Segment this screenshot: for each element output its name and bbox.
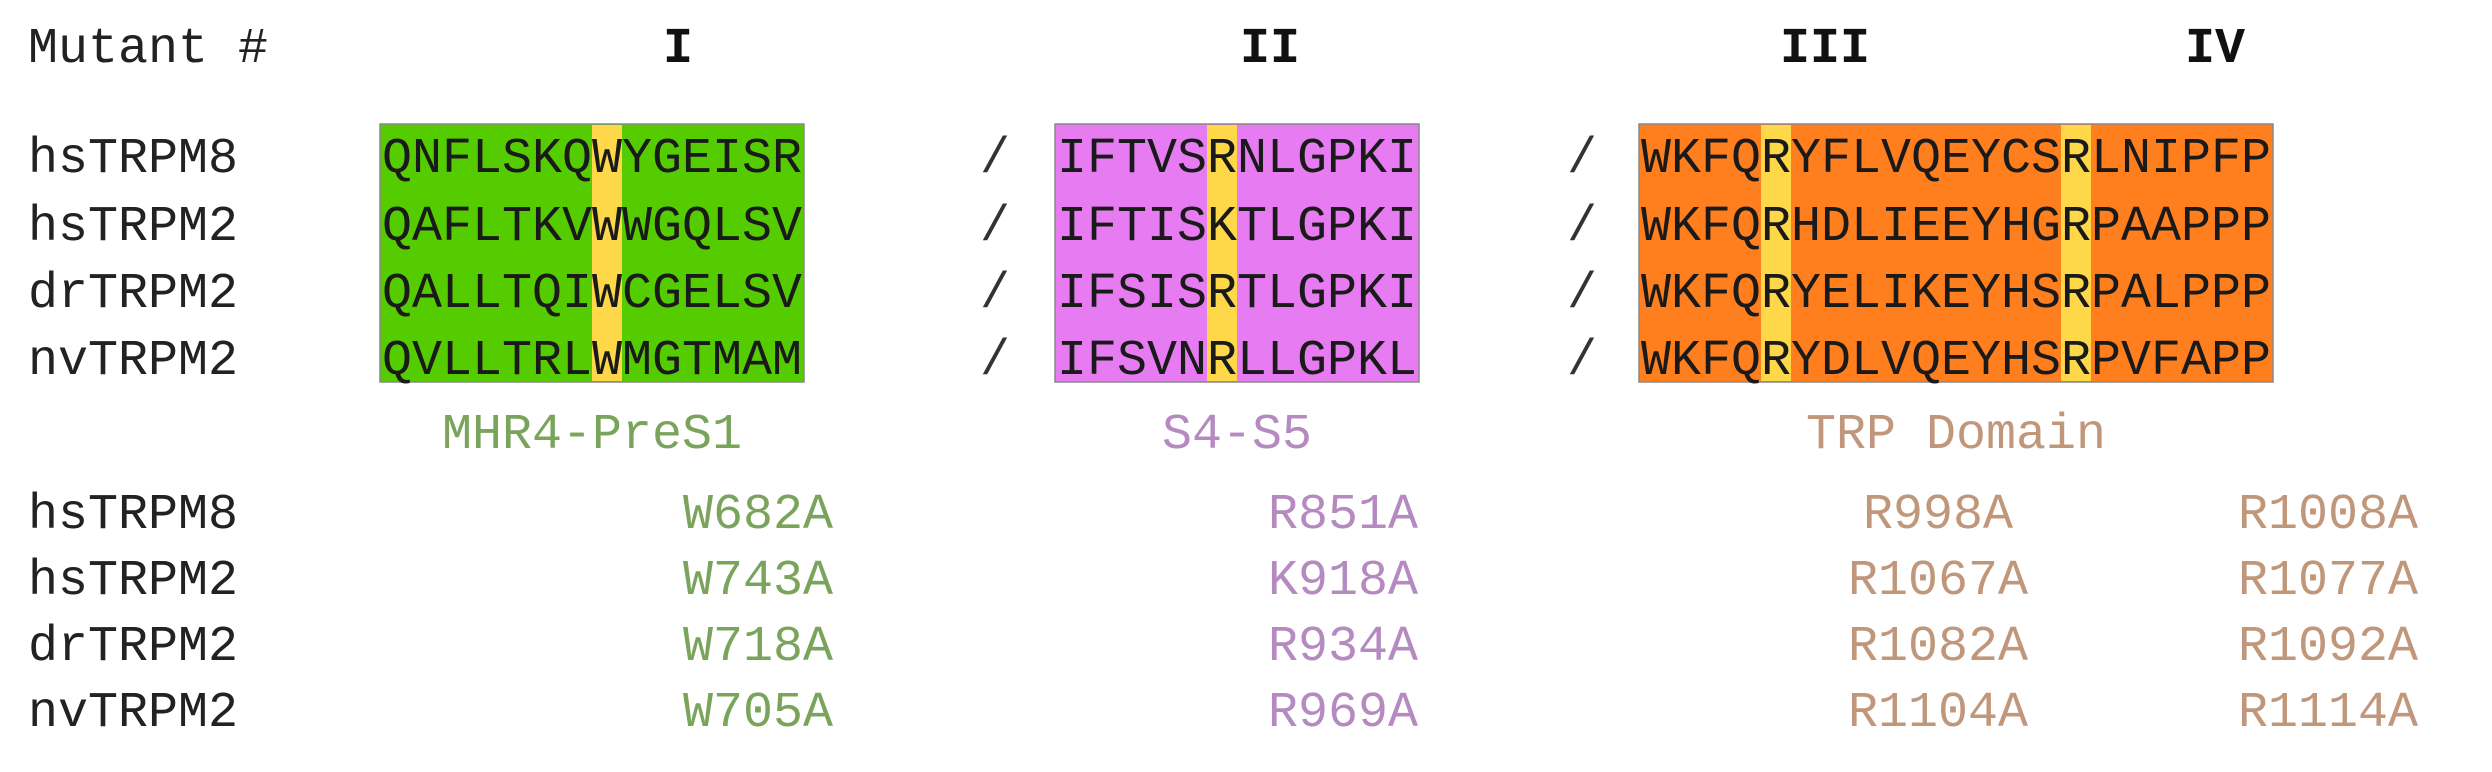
site-number-i: I — [663, 21, 693, 78]
mutant-iv-nvtrpm2: R1114A — [2238, 685, 2418, 742]
mutant-i-nvtrpm2: W705A — [683, 685, 833, 742]
species-label-hstrpm8: hsTRPM8 — [28, 131, 238, 188]
site-number-iii: III — [1780, 21, 1870, 78]
region-block-2 — [1638, 123, 2274, 383]
conserved-column-highlight-2-0 — [1761, 125, 1791, 381]
mutant-species-label-hstrpm2: hsTRPM2 — [28, 553, 238, 610]
region-label-1: S4-S5 — [1162, 407, 1312, 464]
separator-0-3: / — [980, 333, 1010, 390]
separator-1-3: / — [1567, 333, 1597, 390]
mutant-i-drtrpm2: W718A — [683, 619, 833, 676]
sequence-1-hstrpm8: IFTVSRNLGPKI — [1057, 131, 1417, 188]
separator-1-0: / — [1567, 131, 1597, 188]
region-label-2: TRP Domain — [1806, 407, 2106, 464]
mutant-ii-drtrpm2: R934A — [1268, 619, 1418, 676]
separator-1-2: / — [1567, 266, 1597, 323]
mutant-iv-drtrpm2: R1092A — [2238, 619, 2418, 676]
mutant-iii-hstrpm2: R1067A — [1848, 553, 2028, 610]
sequence-1-nvtrpm2: IFSVNRLLGPKL — [1057, 333, 1417, 390]
conserved-column-highlight-2-1 — [2061, 125, 2091, 381]
separator-0-0: / — [980, 131, 1010, 188]
mutant-iii-hstrpm8: R998A — [1863, 487, 2013, 544]
mutant-ii-hstrpm8: R851A — [1268, 487, 1418, 544]
separator-0-1: / — [980, 199, 1010, 256]
sequence-2-nvtrpm2: WKFQRYDLVQEYHSRPVFAPP — [1641, 333, 2271, 390]
mutant-iv-hstrpm2: R1077A — [2238, 553, 2418, 610]
mutant-iii-drtrpm2: R1082A — [1848, 619, 2028, 676]
sequence-1-drtrpm2: IFSISRTLGPKI — [1057, 266, 1417, 323]
species-label-hstrpm2: hsTRPM2 — [28, 199, 238, 256]
sequence-2-hstrpm2: WKFQRHDLIEEYHGRPAAPPP — [1641, 199, 2271, 256]
sequence-0-nvtrpm2: QVLLTRLWMGTMAM — [382, 333, 802, 390]
sequence-0-hstrpm8: QNFLSKQWYGEISR — [382, 131, 802, 188]
sequence-0-hstrpm2: QAFLTKVWWGQLSV — [382, 199, 802, 256]
sequence-1-hstrpm2: IFTISKTLGPKI — [1057, 199, 1417, 256]
sequence-2-drtrpm2: WKFQRYELIKEYHSRPALPPP — [1641, 266, 2271, 323]
mutant-ii-nvtrpm2: R969A — [1268, 685, 1418, 742]
separator-0-2: / — [980, 266, 1010, 323]
species-label-nvtrpm2: nvTRPM2 — [28, 333, 238, 390]
site-number-ii: II — [1240, 21, 1300, 78]
mutant-header-label: Mutant # — [28, 21, 268, 78]
site-number-iv: IV — [2185, 21, 2245, 78]
sequence-2-hstrpm8: WKFQRYFLVQEYCSRLNIPFP — [1641, 131, 2271, 188]
mutant-species-label-hstrpm8: hsTRPM8 — [28, 487, 238, 544]
mutant-ii-hstrpm2: K918A — [1268, 553, 1418, 610]
conserved-column-highlight-0-0 — [592, 125, 622, 381]
mutant-species-label-nvtrpm2: nvTRPM2 — [28, 685, 238, 742]
sequence-0-drtrpm2: QALLTQIWCGELSV — [382, 266, 802, 323]
mutant-i-hstrpm8: W682A — [683, 487, 833, 544]
mutant-species-label-drtrpm2: drTRPM2 — [28, 619, 238, 676]
separator-1-1: / — [1567, 199, 1597, 256]
conserved-column-highlight-1-0 — [1207, 125, 1237, 381]
species-label-drtrpm2: drTRPM2 — [28, 266, 238, 323]
mutant-i-hstrpm2: W743A — [683, 553, 833, 610]
mutant-iv-hstrpm8: R1008A — [2238, 487, 2418, 544]
mutant-iii-nvtrpm2: R1104A — [1848, 685, 2028, 742]
region-label-0: MHR4-PreS1 — [442, 407, 742, 464]
